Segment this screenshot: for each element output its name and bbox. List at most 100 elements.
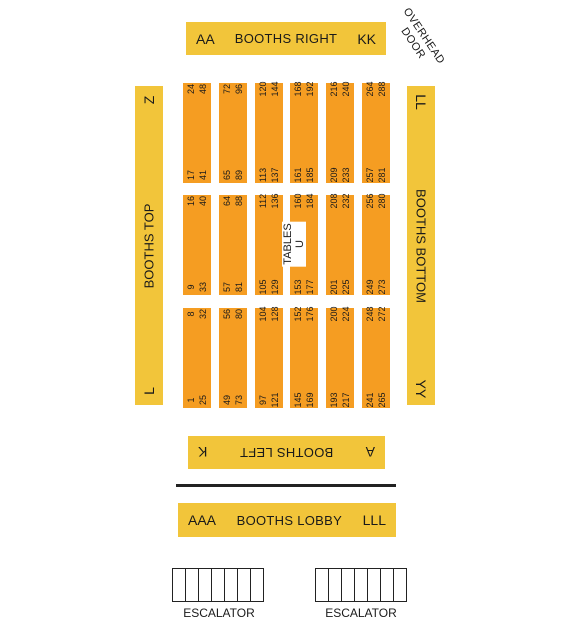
table-number: 192 bbox=[305, 81, 315, 97]
table-block[interactable] bbox=[326, 195, 354, 295]
table-number: 241 bbox=[365, 392, 375, 408]
table-block[interactable] bbox=[183, 195, 211, 295]
table-number: 24 bbox=[186, 83, 196, 95]
table-number: 129 bbox=[270, 279, 280, 295]
table-number: 64 bbox=[222, 195, 232, 207]
escalator-left bbox=[172, 568, 264, 602]
table-number: 49 bbox=[222, 394, 232, 406]
table-number: 1 bbox=[186, 397, 196, 403]
table-block[interactable] bbox=[183, 83, 211, 183]
table-number: 225 bbox=[341, 279, 351, 295]
booths-top-top-end: Z bbox=[141, 95, 157, 105]
table-number: 152 bbox=[293, 306, 303, 322]
table-number: 264 bbox=[365, 81, 375, 97]
table-block[interactable] bbox=[290, 308, 318, 408]
escalator-left-label: ESCALATOR bbox=[183, 606, 255, 620]
table-number: 209 bbox=[329, 167, 339, 183]
booths-bottom-top-end: LL bbox=[413, 94, 429, 110]
table-number: 233 bbox=[341, 167, 351, 183]
table-number: 257 bbox=[365, 167, 375, 183]
table-number: 32 bbox=[198, 308, 208, 320]
table-block[interactable] bbox=[362, 308, 390, 408]
table-block[interactable] bbox=[219, 195, 247, 295]
booths-lobby-label: BOOTHS LOBBY bbox=[236, 512, 343, 528]
table-number: 273 bbox=[377, 279, 387, 295]
table-number: 16 bbox=[186, 195, 196, 207]
table-number: 249 bbox=[365, 279, 375, 295]
table-block[interactable] bbox=[183, 308, 211, 408]
table-block[interactable] bbox=[255, 195, 283, 295]
table-number: 33 bbox=[198, 281, 208, 293]
table-number: 168 bbox=[293, 81, 303, 97]
table-number: 48 bbox=[198, 83, 208, 95]
table-number: 240 bbox=[341, 81, 351, 97]
table-number: 184 bbox=[305, 193, 315, 209]
table-number: 41 bbox=[198, 169, 208, 181]
table-block[interactable] bbox=[326, 83, 354, 183]
booths-bottom-bottom-end: YY bbox=[413, 379, 429, 399]
table-number: 272 bbox=[377, 306, 387, 322]
table-number: 104 bbox=[258, 306, 268, 322]
table-number: 81 bbox=[234, 281, 244, 293]
booths-right-band[interactable]: AA BOOTHS RIGHT KK bbox=[186, 22, 386, 55]
escalator-right-label: ESCALATOR bbox=[325, 606, 397, 620]
tables-label: TABLES U bbox=[282, 221, 306, 267]
table-number: 128 bbox=[270, 306, 280, 322]
booths-lobby-end: LLL bbox=[362, 512, 386, 528]
table-block[interactable] bbox=[255, 308, 283, 408]
table-number: 161 bbox=[293, 167, 303, 183]
booths-left-start: A bbox=[365, 444, 375, 461]
booths-right-label: BOOTHS RIGHT bbox=[234, 31, 338, 46]
table-number: 17 bbox=[186, 169, 196, 181]
booths-left-band[interactable]: A BOOTHS LEFT K bbox=[188, 436, 385, 469]
table-number: 200 bbox=[329, 306, 339, 322]
table-number: 256 bbox=[365, 193, 375, 209]
booths-right-start: AA bbox=[196, 30, 215, 47]
table-number: 153 bbox=[293, 279, 303, 295]
table-block[interactable] bbox=[290, 83, 318, 183]
table-block[interactable] bbox=[219, 83, 247, 183]
booths-top-band[interactable]: Z BOOTHS TOP L bbox=[135, 86, 163, 405]
tables-label-line1: TABLES bbox=[282, 223, 294, 265]
table-block[interactable] bbox=[362, 83, 390, 183]
table-number: 40 bbox=[198, 195, 208, 207]
table-number: 137 bbox=[270, 167, 280, 183]
table-number: 73 bbox=[234, 394, 244, 406]
table-number: 201 bbox=[329, 279, 339, 295]
table-number: 145 bbox=[293, 392, 303, 408]
divider-line bbox=[176, 484, 396, 487]
tables-label-line2: U bbox=[294, 240, 306, 248]
table-number: 208 bbox=[329, 193, 339, 209]
table-block[interactable] bbox=[362, 195, 390, 295]
table-number: 8 bbox=[186, 311, 196, 317]
table-number: 65 bbox=[222, 169, 232, 181]
booths-bottom-label: BOOTHS BOTTOM bbox=[413, 188, 429, 303]
table-block[interactable] bbox=[255, 83, 283, 183]
table-block[interactable] bbox=[326, 308, 354, 408]
table-number: 176 bbox=[305, 306, 315, 322]
table-number: 248 bbox=[365, 306, 375, 322]
table-number: 56 bbox=[222, 308, 232, 320]
table-number: 265 bbox=[377, 392, 387, 408]
table-number: 232 bbox=[341, 193, 351, 209]
table-number: 160 bbox=[293, 193, 303, 209]
table-number: 136 bbox=[270, 193, 280, 209]
table-number: 25 bbox=[198, 394, 208, 406]
escalator-right bbox=[315, 568, 407, 602]
table-number: 105 bbox=[258, 279, 268, 295]
table-number: 89 bbox=[234, 169, 244, 181]
table-number: 177 bbox=[305, 279, 315, 295]
booths-lobby-band[interactable]: AAA BOOTHS LOBBY LLL bbox=[178, 503, 396, 537]
table-number: 80 bbox=[234, 308, 244, 320]
booths-lobby-start: AAA bbox=[188, 512, 217, 528]
table-number: 72 bbox=[222, 83, 232, 95]
table-number: 224 bbox=[341, 306, 351, 322]
table-block[interactable] bbox=[219, 308, 247, 408]
table-number: 57 bbox=[222, 281, 232, 293]
booths-right-end: KK bbox=[357, 30, 376, 47]
table-number: 281 bbox=[377, 167, 387, 183]
table-number: 288 bbox=[377, 81, 387, 97]
table-number: 88 bbox=[234, 195, 244, 207]
booths-bottom-band[interactable]: LL BOOTHS BOTTOM YY bbox=[407, 86, 435, 405]
table-number: 112 bbox=[258, 193, 268, 209]
